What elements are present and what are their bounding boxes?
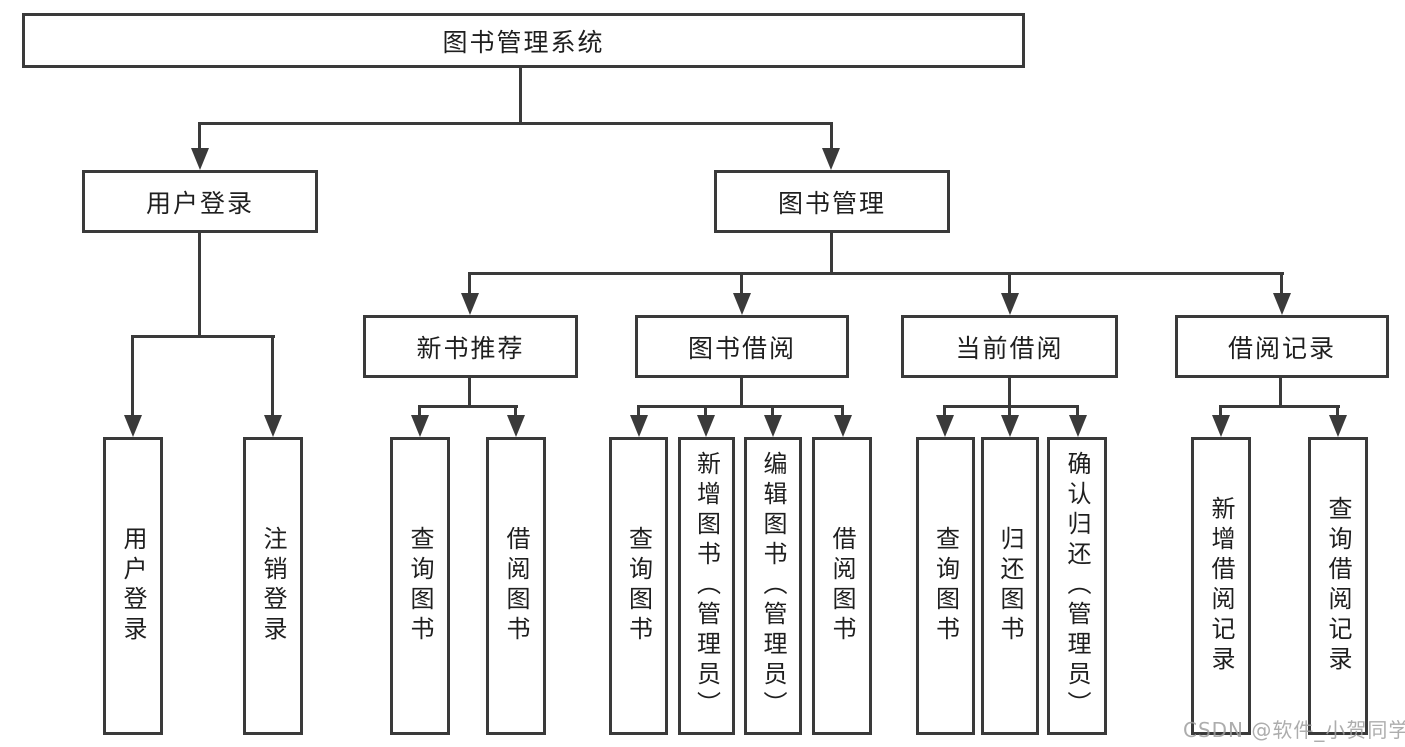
connector-hline <box>637 405 844 408</box>
connector-hline <box>418 405 518 408</box>
connector-vline <box>514 405 517 419</box>
arrow-down-icon <box>1212 415 1230 437</box>
arrow-down-icon <box>733 293 751 315</box>
arrow-down-icon <box>264 415 282 437</box>
node-query-books: 查询图书 <box>609 437 668 735</box>
connector-vline <box>418 405 421 419</box>
connector-vline <box>198 122 201 150</box>
node-library-management-system: 图书管理系统 <box>22 13 1025 68</box>
node-confirm-return-admin: 确认归还（管理员） <box>1047 437 1107 735</box>
arrow-down-icon <box>936 415 954 437</box>
arrow-down-icon <box>1273 293 1291 315</box>
node-current-borrowing: 当前借阅 <box>901 315 1118 378</box>
node-add-books-admin: 新增图书（管理员） <box>678 437 735 735</box>
node-query-books: 查询图书 <box>916 437 975 735</box>
node-label: 新书推荐 <box>416 333 525 363</box>
node-borrowing-records: 借阅记录 <box>1175 315 1389 378</box>
arrow-down-icon <box>461 293 479 315</box>
node-label: 借阅图书 <box>828 526 856 646</box>
node-label: 用户登录 <box>145 188 254 218</box>
arrow-down-icon <box>697 415 715 437</box>
connector-vline <box>740 378 743 408</box>
arrow-down-icon <box>630 415 648 437</box>
connector-hline <box>131 335 275 338</box>
arrow-down-icon <box>834 415 852 437</box>
node-borrow-books: 借阅图书 <box>812 437 872 735</box>
connector-vline <box>271 335 274 419</box>
arrow-down-icon <box>822 148 840 170</box>
arrow-down-icon <box>1001 293 1019 315</box>
node-label: 用户登录 <box>119 526 147 646</box>
node-new-book-recommendation: 新书推荐 <box>363 315 578 378</box>
connector-vline <box>198 233 201 338</box>
node-label: 图书借阅 <box>687 333 796 363</box>
connector-hline <box>943 405 1079 408</box>
node-book-borrowing: 图书借阅 <box>635 315 849 378</box>
connector-vline <box>468 378 471 408</box>
connector-vline <box>943 405 946 419</box>
connector-vline <box>841 405 844 419</box>
connector-vline <box>1280 272 1283 296</box>
connector-vline <box>131 335 134 419</box>
node-label: 新增图书（管理员） <box>692 451 721 721</box>
node-label: 编辑图书（管理员） <box>759 451 787 721</box>
connector-vline <box>740 272 743 296</box>
node-label: 查询图书 <box>931 526 960 646</box>
connector-vline <box>1008 405 1011 419</box>
node-return-books: 归还图书 <box>981 437 1039 735</box>
node-label: 归还图书 <box>996 526 1024 646</box>
arrow-down-icon <box>1001 415 1019 437</box>
node-label: 图书管理系统 <box>442 27 605 57</box>
node-label: 查询图书 <box>624 526 653 646</box>
arrow-down-icon <box>1329 415 1347 437</box>
node-user-login-leaf: 用户登录 <box>103 437 163 735</box>
node-query-books: 查询图书 <box>390 437 450 735</box>
node-borrow-books: 借阅图书 <box>486 437 546 735</box>
arrow-down-icon <box>507 415 525 437</box>
connector-vline <box>1279 378 1282 408</box>
connector-vline <box>468 272 471 296</box>
arrow-down-icon <box>411 415 429 437</box>
node-label: 注销登录 <box>259 526 287 646</box>
csdn-watermark: CSDN @软件_小贺同学 <box>1183 718 1405 742</box>
connector-vline <box>1008 378 1011 408</box>
connector-vline <box>1076 405 1079 419</box>
node-label: 借阅记录 <box>1227 333 1336 363</box>
node-add-borrow-record: 新增借阅记录 <box>1191 437 1251 735</box>
connector-vline <box>830 122 833 150</box>
node-label: 借阅图书 <box>502 526 530 646</box>
node-book-management: 图书管理 <box>714 170 950 233</box>
arrow-down-icon <box>124 415 142 437</box>
connector-hline <box>468 272 1284 275</box>
node-label: 新增借阅记录 <box>1207 496 1235 676</box>
connector-hline <box>1219 405 1340 408</box>
node-user-login: 用户登录 <box>82 170 318 233</box>
connector-vline <box>637 405 640 419</box>
node-query-borrow-record: 查询借阅记录 <box>1308 437 1368 735</box>
node-edit-books-admin: 编辑图书（管理员） <box>744 437 802 735</box>
arrow-down-icon <box>764 415 782 437</box>
node-label: 当前借阅 <box>955 333 1064 363</box>
node-label: 确认归还（管理员） <box>1063 451 1091 721</box>
connector-vline <box>519 68 522 124</box>
connector-hline <box>198 122 833 125</box>
connector-vline <box>830 233 833 275</box>
node-label: 图书管理 <box>777 188 886 218</box>
connector-vline <box>1336 405 1339 419</box>
node-label: 查询图书 <box>406 526 434 646</box>
arrow-down-icon <box>191 148 209 170</box>
node-label: 查询借阅记录 <box>1324 496 1352 676</box>
connector-vline <box>1219 405 1222 419</box>
connector-vline <box>704 405 707 419</box>
connector-vline <box>1008 272 1011 296</box>
node-logout: 注销登录 <box>243 437 303 735</box>
connector-vline <box>771 405 774 419</box>
arrow-down-icon <box>1069 415 1087 437</box>
